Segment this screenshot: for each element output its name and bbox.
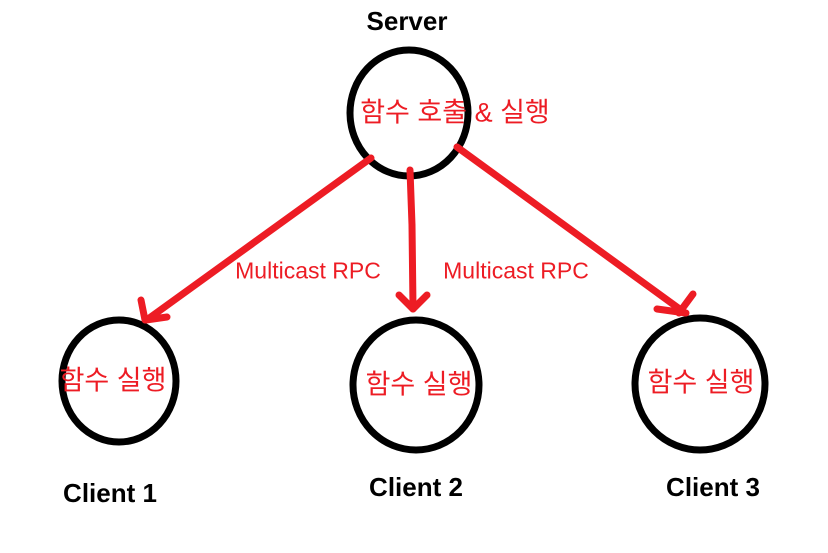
client-1-inner-text: 함수 실행 bbox=[59, 365, 167, 396]
arrow-server-to-client2 bbox=[395, 166, 431, 313]
arrow-server-to-client1 bbox=[137, 154, 375, 324]
client-node-1 bbox=[58, 316, 180, 446]
client-2-inner-text: 함수 실행 bbox=[365, 369, 473, 400]
client-2-label: Client 2 bbox=[369, 472, 463, 502]
client-3-inner-text: 함수 실행 bbox=[647, 367, 755, 398]
edge-label-left: Multicast RPC bbox=[235, 257, 381, 284]
client-node-3 bbox=[631, 314, 769, 454]
edge-label-right: Multicast RPC bbox=[443, 257, 589, 284]
client-3-label: Client 3 bbox=[666, 472, 760, 502]
client-node-2 bbox=[349, 316, 483, 454]
server-title: Server bbox=[366, 6, 448, 36]
arrow-server-to-client3 bbox=[453, 143, 697, 317]
server-inner-text: 함수 호출 & 실행 bbox=[360, 97, 550, 128]
client-1-label: Client 1 bbox=[63, 478, 157, 508]
